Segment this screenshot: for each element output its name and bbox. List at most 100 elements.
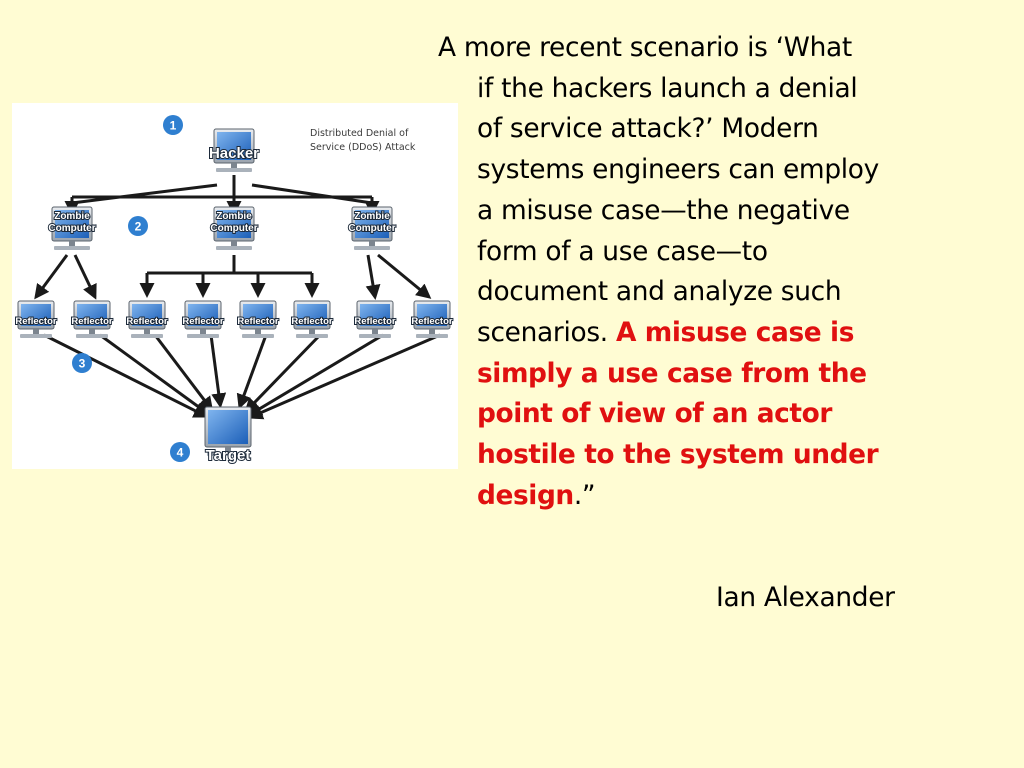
- hacker-label: Hacker: [209, 145, 259, 162]
- monitor-base: [187, 334, 219, 338]
- connector-line: [365, 254, 381, 300]
- ddos-diagram: Distributed Denial of Service (DDoS) Att…: [12, 103, 458, 469]
- monitor-base: [216, 246, 252, 250]
- monitor-base: [416, 334, 448, 338]
- monitor-screen: [355, 210, 389, 238]
- zombie-label-line2: Computer: [210, 223, 257, 234]
- monitor-screen: [55, 210, 89, 238]
- zombie-label-line2: Computer: [48, 223, 95, 234]
- monitor-screen: [217, 132, 251, 160]
- diagram-title-line1: Distributed Denial of: [310, 128, 409, 139]
- reflector-label: Reflector: [71, 316, 112, 327]
- reflector-computer: [184, 300, 222, 338]
- monitor-screen: [208, 410, 248, 444]
- monitor-neck: [429, 329, 435, 335]
- reflector-label: Reflector: [182, 316, 223, 327]
- monitor-screen: [77, 304, 107, 326]
- reflector-to-target-line: [153, 334, 214, 412]
- reflector-label: Reflector: [126, 316, 167, 327]
- monitor-screen: [132, 304, 162, 326]
- target-label: Target: [206, 447, 251, 464]
- monitor-neck: [369, 241, 375, 247]
- quote-line: document and analyze such: [477, 276, 842, 308]
- step-badge-4-text: 4: [177, 446, 184, 460]
- step-badge-3: 3: [72, 353, 92, 373]
- step-badge-3-text: 3: [79, 357, 86, 371]
- monitor-base: [131, 334, 163, 338]
- monitor-neck: [231, 241, 237, 247]
- quote-author: Ian Alexander: [716, 582, 895, 613]
- reflector-computer: [356, 300, 394, 338]
- monitor-base: [296, 334, 328, 338]
- monitor-screen: [21, 304, 51, 326]
- monitor-base: [359, 334, 391, 338]
- zombie-computer: [213, 206, 255, 250]
- monitor-base: [242, 334, 274, 338]
- reflector-label: Reflector: [411, 316, 452, 327]
- quote-line: form of a use case—to: [477, 235, 768, 267]
- reflector-computer: [413, 300, 451, 338]
- emphasis-line: simply a use case from the: [477, 357, 867, 389]
- reflector-computer: [73, 300, 111, 338]
- reflector-label: Reflector: [291, 316, 332, 327]
- reflector-to-target-line: [236, 334, 268, 410]
- reflector-label: Reflector: [15, 316, 56, 327]
- reflector-to-target-line: [246, 333, 384, 417]
- monitor-neck: [372, 329, 378, 335]
- monitor-neck: [33, 329, 39, 335]
- reflector-label: Reflector: [237, 316, 278, 327]
- connector-line: [34, 254, 69, 300]
- connector-line: [73, 254, 97, 300]
- reflector-computer: [293, 300, 331, 338]
- quote-line: systems engineers can employ: [477, 154, 879, 186]
- quote-line: of service attack?’ Modern: [477, 113, 819, 145]
- diagram-title-line2: Service (DDoS) Attack: [310, 142, 416, 153]
- monitor-neck: [309, 329, 315, 335]
- monitor-neck: [69, 241, 75, 247]
- monitor-base: [20, 334, 52, 338]
- step-badge-4: 4: [170, 442, 190, 462]
- quote-line: scenarios.: [477, 316, 616, 348]
- ddos-diagram-svg: Distributed Denial of Service (DDoS) Att…: [14, 115, 454, 465]
- monitor-neck: [144, 329, 150, 335]
- quote-closing: .”: [573, 479, 596, 511]
- monitor-neck: [231, 163, 237, 169]
- quote-line-mixed: scenarios. A misuse case is: [438, 313, 1013, 354]
- connector-line: [377, 253, 432, 299]
- monitor-screen: [297, 304, 327, 326]
- zombie-computer: [51, 206, 93, 250]
- reflector-to-target-line: [43, 333, 209, 418]
- quote-line-final: design.”: [438, 476, 1013, 517]
- zombie-label-line1: Zombie: [354, 211, 390, 222]
- monitor-base: [54, 246, 90, 250]
- monitor-neck: [255, 329, 261, 335]
- connector-lines: [34, 175, 441, 420]
- emphasis-line: hostile to the system under: [477, 439, 879, 471]
- monitor-screen: [217, 210, 251, 238]
- emphasis-line: A misuse case is: [615, 316, 855, 348]
- step-badge-1: 1: [163, 115, 183, 135]
- monitor-base: [216, 168, 252, 172]
- emphasis-line: point of view of an actor: [477, 398, 832, 430]
- reflector-to-target-line: [244, 333, 322, 414]
- zombie-label-line1: Zombie: [54, 211, 90, 222]
- reflector-label: Reflector: [354, 316, 395, 327]
- reflector-computer: [239, 300, 277, 338]
- emphasis-line: design: [477, 479, 574, 511]
- quote-line: A more recent scenario is ‘What: [438, 32, 852, 63]
- reflector-to-target-line: [247, 333, 441, 420]
- reflector-to-target-line: [99, 333, 211, 416]
- monitor-base: [354, 246, 390, 250]
- monitor-screen: [188, 304, 218, 326]
- monitor-screen: [360, 304, 390, 326]
- monitor-screen: [417, 304, 447, 326]
- hacker-computer: [213, 128, 255, 172]
- monitor-base: [207, 452, 249, 456]
- monitor-neck: [200, 329, 206, 335]
- reflector-computer: [128, 300, 166, 338]
- monitor-base: [76, 334, 108, 338]
- computer-nodes: HackerZombieComputerZombieComputerZombie…: [14, 128, 454, 465]
- connector-line: [71, 183, 218, 205]
- zombie-label-line2: Computer: [348, 223, 395, 234]
